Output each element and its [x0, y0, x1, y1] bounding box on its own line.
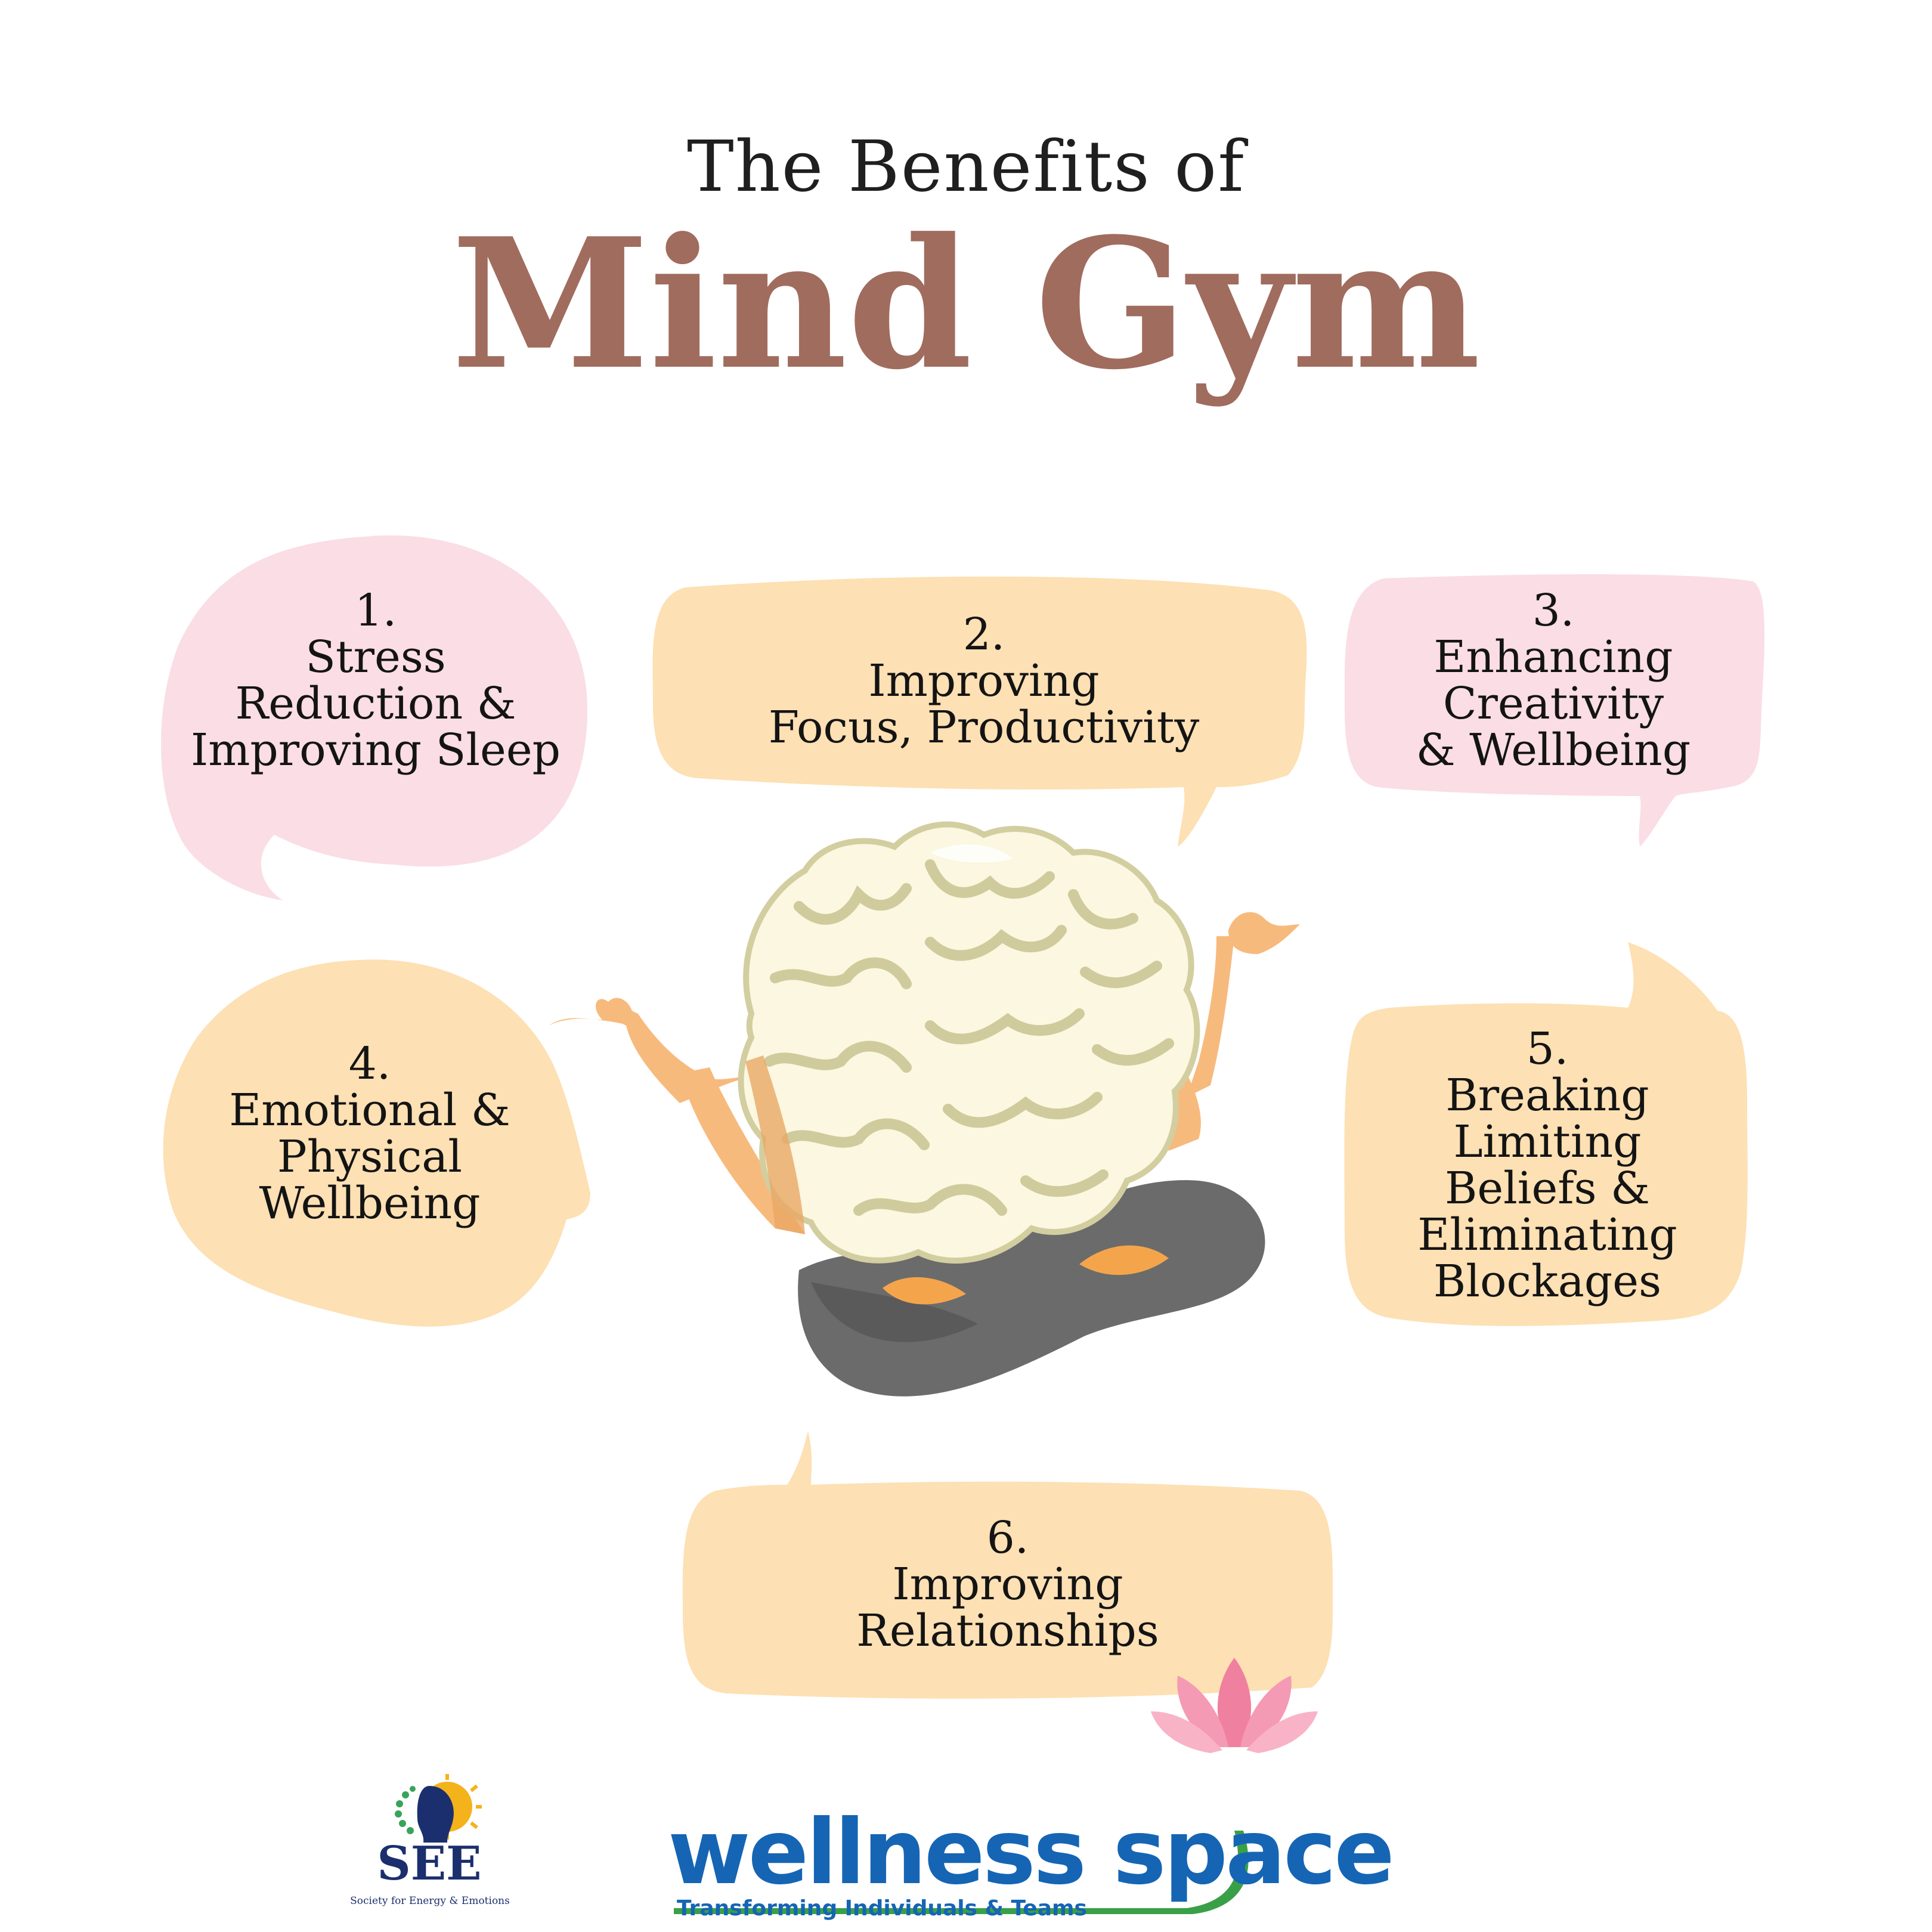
- see-logo: [395, 1774, 482, 1843]
- benefit-1-line-3: Improving Sleep: [190, 724, 561, 776]
- benefit-5-line-3: Beliefs &: [1444, 1163, 1651, 1214]
- benefit-4-line-1: Emotional &: [229, 1085, 510, 1136]
- wellness-space-logo-text: wellness space: [668, 1801, 1395, 1905]
- benefit-1-text: 1. Stress Reduction & Improving Sleep: [167, 587, 584, 773]
- benefit-4-number: 4.: [348, 1038, 391, 1089]
- brain-highlight: [930, 844, 1014, 863]
- benefit-3-line-3: & Wellbeing: [1416, 724, 1691, 776]
- benefit-6-line-1: Improving: [892, 1559, 1123, 1610]
- right-forearm: [1187, 936, 1234, 1097]
- benefit-6-line-2: Relationships: [856, 1605, 1159, 1657]
- see-logo-subtitle: Society for Energy & Emotions: [350, 1895, 510, 1907]
- bubble-1-shape: [161, 535, 588, 900]
- bubble-4-shape: [163, 959, 590, 1327]
- bubble-6-shape: [682, 1431, 1333, 1699]
- benefit-2-line-1: Improving: [868, 655, 1100, 707]
- benefit-5-number: 5.: [1526, 1023, 1569, 1075]
- benefit-4-line-2: Physical: [277, 1131, 463, 1182]
- benefit-4-text: 4. Emotional & Physical Wellbeing: [161, 1041, 578, 1227]
- benefit-3-line-1: Enhancing: [1433, 631, 1673, 683]
- benefit-2-text: 2. Improving Focus, Productivity: [686, 611, 1282, 751]
- benefit-6-text: 6. Improving Relationships: [686, 1515, 1330, 1654]
- lotus-icon: [1151, 1658, 1318, 1753]
- left-arm-shade: [745, 1055, 805, 1234]
- benefit-5-line-4: Eliminating: [1417, 1209, 1677, 1261]
- legs-shadow: [811, 1282, 978, 1342]
- benefit-2-number: 2.: [962, 609, 1005, 660]
- benefit-4-line-3: Wellbeing: [259, 1178, 481, 1229]
- benefit-5-text: 5. Breaking Limiting Beliefs & Eliminati…: [1348, 1026, 1747, 1305]
- see-head-silhouette-icon: [417, 1786, 454, 1843]
- bubble-5-shape: [1344, 942, 1748, 1326]
- crossed-legs: [798, 1180, 1265, 1397]
- foot-left: [883, 1277, 966, 1305]
- benefit-3-text: 3. Enhancing Creativity & Wellbeing: [1348, 587, 1759, 773]
- benefit-3-number: 3.: [1532, 585, 1575, 636]
- foot-right: [1079, 1245, 1169, 1275]
- right-hand: [1228, 912, 1300, 954]
- benefit-2-line-2: Focus, Productivity: [768, 702, 1200, 753]
- wellness-space-tagline: Transforming Individuals & Teams: [677, 1896, 1087, 1921]
- brain-folds: [764, 859, 1174, 1216]
- bubble-3-shape: [1344, 574, 1765, 847]
- left-hand: [549, 998, 633, 1026]
- benefit-5-line-5: Blockages: [1433, 1256, 1662, 1307]
- bubble-2-shape: [652, 576, 1307, 847]
- benefit-5-line-2: Limiting: [1453, 1116, 1642, 1168]
- title-subheading: The Benefits of: [686, 125, 1246, 208]
- title-heading: Mind Gym: [451, 199, 1481, 409]
- benefit-1-line-2: Reduction &: [235, 678, 516, 729]
- see-dots-icon: [395, 1786, 416, 1834]
- benefit-6-number: 6.: [986, 1512, 1029, 1563]
- benefit-1-number: 1.: [354, 585, 397, 636]
- benefit-1-line-1: Stress: [305, 631, 446, 683]
- benefit-3-line-2: Creativity: [1442, 678, 1664, 729]
- benefit-5-line-1: Breaking: [1445, 1070, 1649, 1121]
- see-logo-text: SEE: [377, 1837, 482, 1891]
